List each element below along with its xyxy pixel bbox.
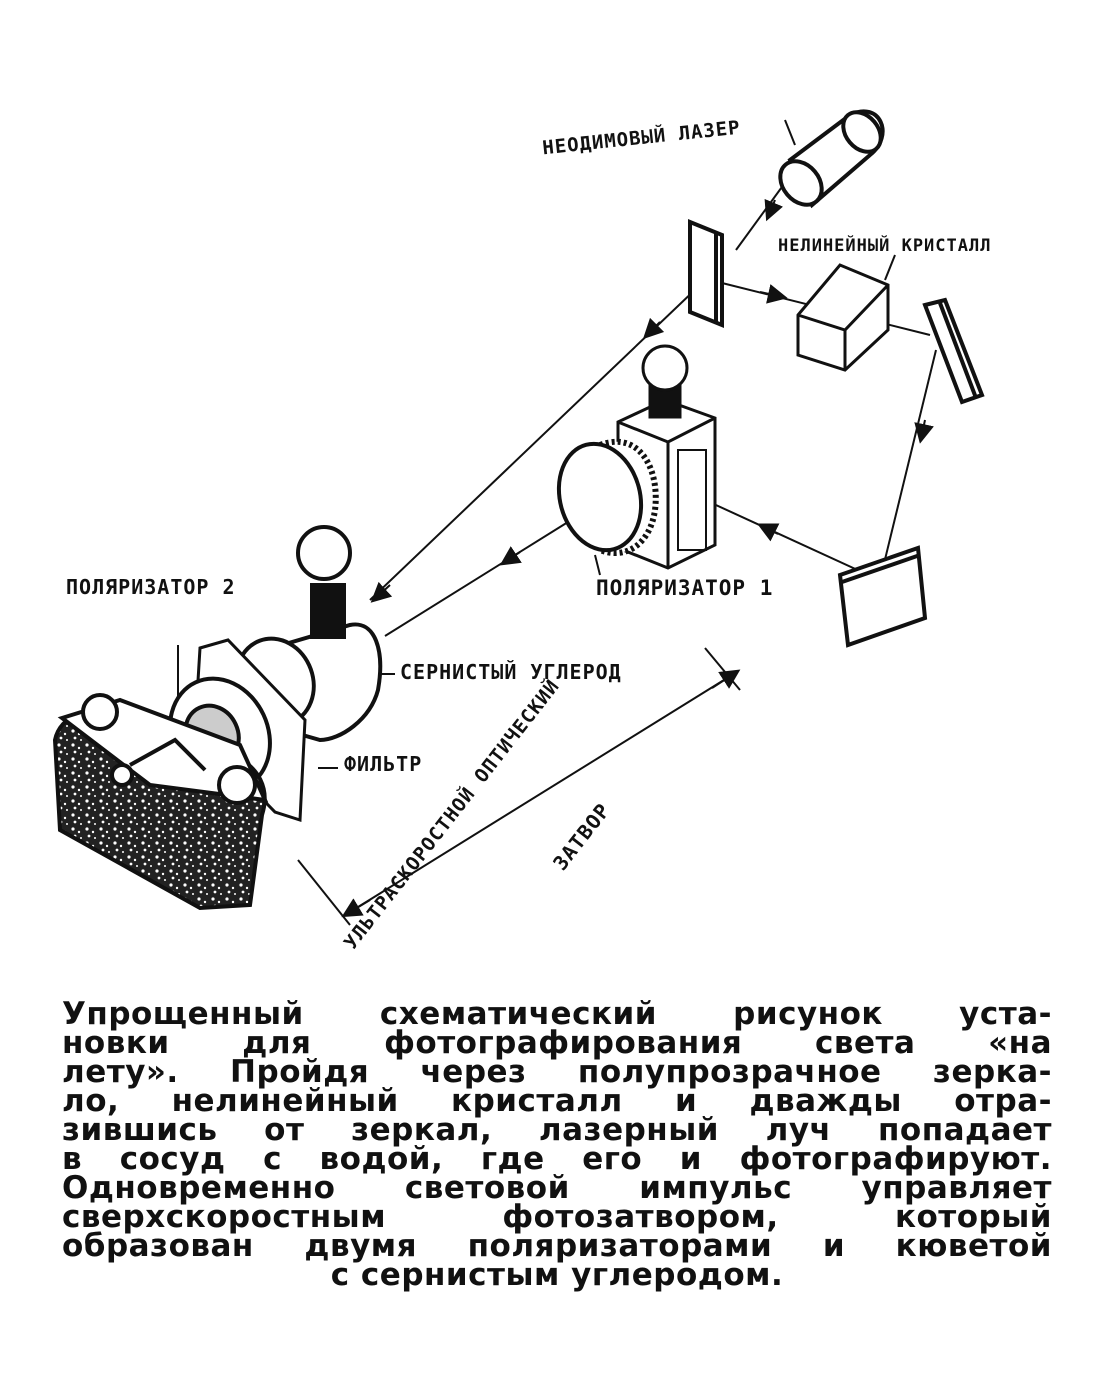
caption-line: ло, нелинейный кристалл и дважды отра- [62,1083,1052,1119]
label-nonlinear-crystal: НЕЛИНЕЙНЫЙ КРИСТАЛЛ [778,236,992,256]
caption-line: Упрощенный схематический рисунок уста- [62,996,1052,1032]
shutter-dimension [297,119,796,926]
camera [52,693,269,911]
laser-beam-paths [369,179,937,637]
label-polarizer-2: ПОЛЯРИЗАТОР 2 [66,575,236,599]
caption-line: сверхскоростным фотозатвором, который [62,1199,1052,1235]
caption-line: новки для фотографирования света «на [62,1025,1052,1061]
caption-line: в сосуд с водой, где его и фотографируют… [62,1141,1052,1177]
caption-line: Одновременно световой импульс управляет [62,1170,1052,1206]
optical-setup-diagram [52,109,985,926]
caption-line: образован двумя поляризаторами и кюветой [62,1228,1052,1264]
neodymium-laser [778,109,885,209]
caption-line: зившись от зеркал, лазерный луч попадает [62,1112,1052,1148]
semi-transparent-mirror [688,219,724,328]
polarizer-1 [556,438,659,576]
label-polarizer-1: ПОЛЯРИЗАТОР 1 [596,576,774,600]
figure-caption: Упрощенный схематический рисунок уста- н… [62,996,1052,1293]
caption-line: с сернистым углеродом. [330,1257,784,1293]
mirror-2 [837,545,928,648]
caption-line: лету». Пройдя через полупрозрачное зерка… [62,1054,1052,1090]
nonlinear-crystal [796,254,896,372]
label-carbon-disulfide: СЕРНИСТЫЙ УГЛЕРОД [400,660,622,684]
mirror-1 [922,297,985,405]
label-filter: ФИЛЬТР [344,752,423,776]
